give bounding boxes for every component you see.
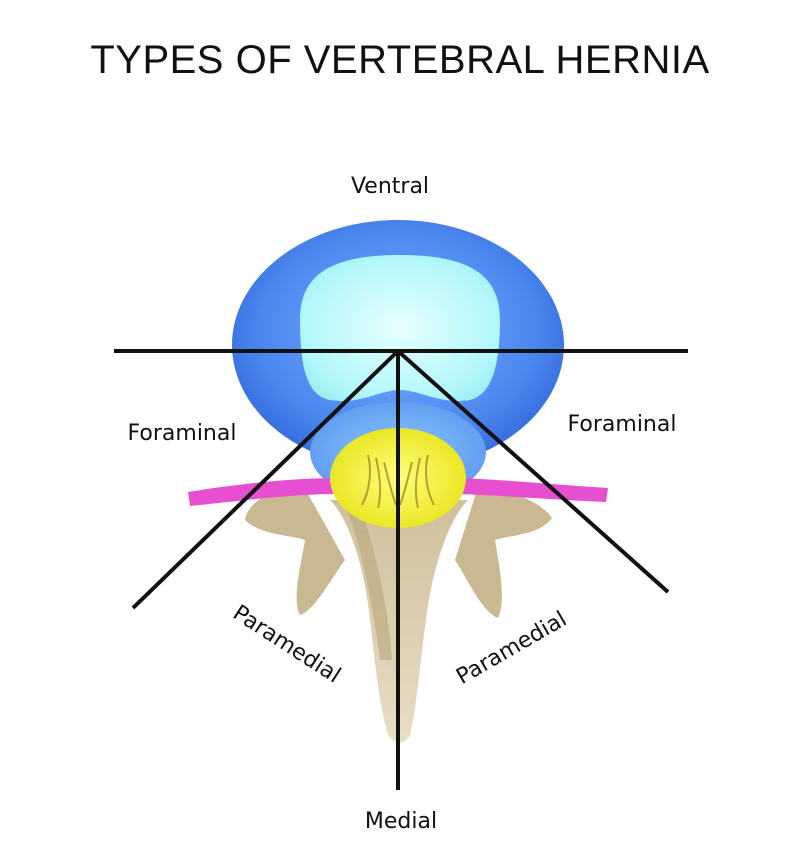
label-paramedial-right: Paramedial <box>452 607 571 690</box>
label-foraminal-left: Foraminal <box>128 421 237 446</box>
diagram-title: TYPES OF VERTEBRAL HERNIA <box>90 38 710 82</box>
grey-matter <box>361 454 435 509</box>
nerve-root-right <box>458 478 608 502</box>
nerve-root-left <box>188 478 338 506</box>
disc-nucleus <box>300 255 500 402</box>
transverse-process-right <box>455 480 552 618</box>
lamina-shading <box>345 505 392 660</box>
left-diagonal-line <box>131 349 400 610</box>
label-paramedial-left: Paramedial <box>228 601 345 689</box>
label-medial: Medial <box>365 809 437 834</box>
right-diagonal-line <box>396 349 670 594</box>
classification-lines <box>114 349 688 790</box>
label-ventral: Ventral <box>351 174 429 199</box>
transverse-process-left <box>245 480 345 615</box>
label-foraminal-right: Foraminal <box>568 412 677 437</box>
